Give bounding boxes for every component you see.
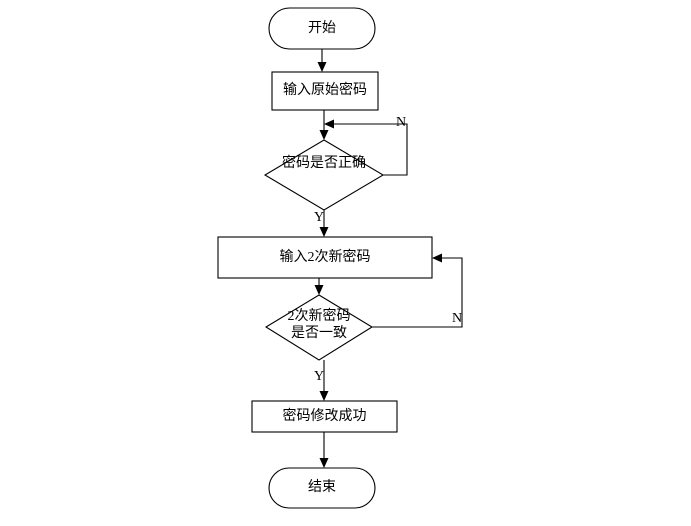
- arrowhead-check-match-no-loop: [432, 253, 442, 263]
- edge-label-check-match-yes: Y: [314, 369, 325, 384]
- edge-label-check-old-no: N: [396, 115, 407, 130]
- arrowhead-success-to-end: [319, 458, 329, 468]
- arrowhead-check-old-yes: [319, 227, 329, 237]
- arrowhead-check-old-no-loop: [324, 119, 334, 129]
- edge-check-match-no-loop: [372, 257, 463, 328]
- edge-check-old-no-loop: [331, 123, 408, 176]
- node-success-shape: [251, 400, 398, 433]
- arrowhead-start-to-input-old: [317, 62, 327, 72]
- edge-label-check-old-yes: Y: [314, 210, 325, 225]
- node-check-match-shape: [264, 294, 374, 361]
- node-start-shape: [268, 7, 376, 50]
- node-end-shape: [268, 467, 376, 509]
- arrowhead-check-match-yes: [319, 391, 329, 401]
- node-input-old-shape: [271, 71, 379, 111]
- arrowhead-input-old-to-check-old: [319, 130, 329, 140]
- edge-label-check-match-no: N: [452, 311, 463, 326]
- arrowhead-input-new-to-check-match: [314, 285, 324, 295]
- node-input-new-shape: [217, 236, 433, 279]
- node-check-old-shape: [263, 139, 385, 211]
